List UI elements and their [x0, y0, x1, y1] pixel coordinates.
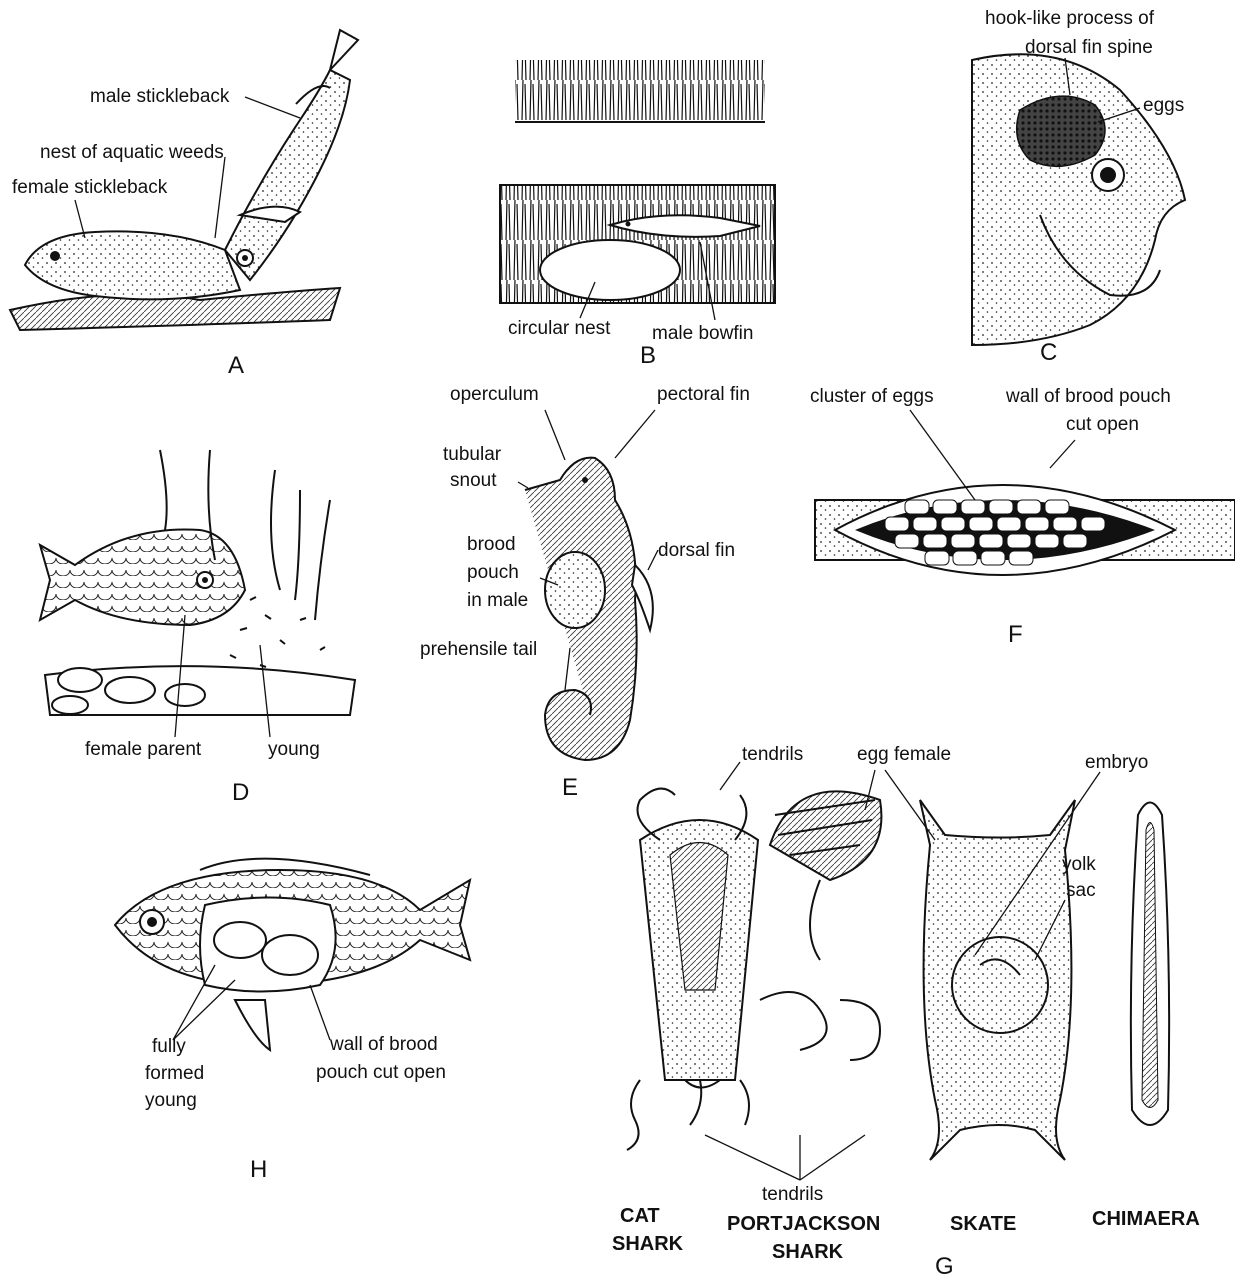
label-hook-process-line2: dorsal fin spine	[1025, 37, 1153, 58]
label-yolk: yolk	[1062, 854, 1096, 875]
panel-letter-e: E	[562, 774, 578, 801]
label-prehensile-tail: prehensile tail	[420, 639, 537, 660]
label-young: young	[268, 739, 320, 760]
label-cluster-of-eggs: cluster of eggs	[810, 386, 934, 407]
label-tubular: tubular	[443, 444, 502, 465]
label-male-bowfin: male bowfin	[652, 323, 753, 344]
label-brood: brood	[467, 534, 516, 555]
label-tendrils-top: tendrils	[742, 744, 803, 765]
panel-letter-f: F	[1008, 621, 1023, 648]
panel-letter-g: G	[935, 1253, 954, 1278]
label-fully: fully	[152, 1036, 186, 1057]
label-pouch-cut-open: pouch cut open	[316, 1062, 446, 1083]
label-nest-aquatic-weeds: nest of aquatic weeds	[40, 142, 224, 163]
label-sac: sac	[1066, 880, 1096, 901]
panel-d-cichlid-drawing	[40, 450, 355, 715]
panel-b-bowfin-drawing	[500, 60, 775, 303]
label-pectoral-fin: pectoral fin	[657, 384, 750, 405]
panel-letter-a: A	[228, 352, 244, 379]
panel-letter-h: H	[250, 1156, 267, 1183]
label-portjackson-line2: SHARK	[772, 1241, 844, 1263]
label-male-stickleback: male stickleback	[90, 86, 230, 107]
panel-h-fish-brood-drawing	[115, 859, 470, 1050]
panel-letter-b: B	[640, 342, 656, 369]
panel-g-egg-cases-drawing	[627, 789, 1169, 1160]
label-formed: formed	[145, 1063, 204, 1084]
panel-letter-c: C	[1040, 339, 1057, 366]
label-operculum: operculum	[450, 384, 539, 405]
label-circular-nest: circular nest	[508, 318, 611, 339]
label-wall-brood-pouch-line1: wall of brood pouch	[1005, 386, 1171, 407]
label-wall-brood-pouch-line2: cut open	[1066, 414, 1139, 435]
label-skate: SKATE	[950, 1213, 1016, 1235]
label-in-male: in male	[467, 590, 528, 611]
label-egg-female: egg female	[857, 744, 951, 765]
label-young-h: young	[145, 1090, 197, 1111]
label-portjackson-line1: PORTJACKSON	[727, 1213, 880, 1235]
label-eggs: eggs	[1143, 95, 1184, 116]
label-female-stickleback: female stickleback	[12, 177, 168, 198]
label-embryo: embryo	[1085, 752, 1148, 773]
label-chimaera: CHIMAERA	[1092, 1208, 1200, 1230]
label-female-parent: female parent	[85, 739, 202, 760]
label-dorsal-fin: dorsal fin	[658, 540, 735, 561]
label-hook-process-line1: hook-like process of	[985, 8, 1155, 29]
label-wall-of-brood: wall of brood	[329, 1034, 438, 1055]
panel-e-seahorse-drawing	[525, 458, 653, 760]
label-snout: snout	[450, 470, 497, 491]
label-tendrils-bottom: tendrils	[762, 1184, 823, 1205]
label-pouch: pouch	[467, 562, 519, 583]
label-cat-shark-line2: SHARK	[612, 1233, 684, 1255]
panel-f-brood-pouch-drawing	[815, 485, 1235, 575]
panel-letter-d: D	[232, 779, 249, 806]
label-cat-shark-line1: CAT	[620, 1205, 660, 1227]
